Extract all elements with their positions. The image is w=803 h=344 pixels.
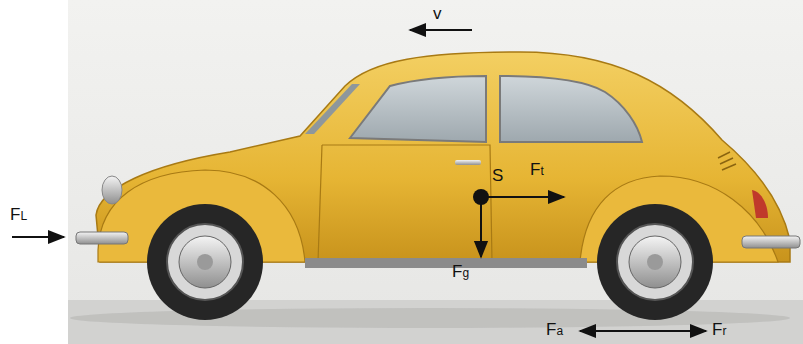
inertia-arrow bbox=[481, 196, 564, 198]
force-label: Fg bbox=[452, 262, 469, 282]
gravity-arrow bbox=[480, 197, 482, 257]
velocity-arrow bbox=[410, 29, 472, 31]
background bbox=[68, 0, 803, 344]
front-wheel bbox=[147, 204, 263, 320]
force-label: Fa bbox=[546, 320, 563, 340]
force-label: S bbox=[492, 166, 503, 186]
force-label: FL bbox=[10, 205, 27, 225]
drive-force-arrow bbox=[580, 330, 642, 332]
air-resistance-arrow bbox=[12, 236, 64, 238]
force-label: Ft bbox=[530, 160, 544, 180]
force-label: v bbox=[433, 4, 442, 24]
friction-arrow bbox=[642, 330, 706, 332]
force-label: Fr bbox=[712, 320, 726, 340]
rear-wheel bbox=[597, 204, 713, 320]
center-of-mass bbox=[473, 189, 489, 205]
